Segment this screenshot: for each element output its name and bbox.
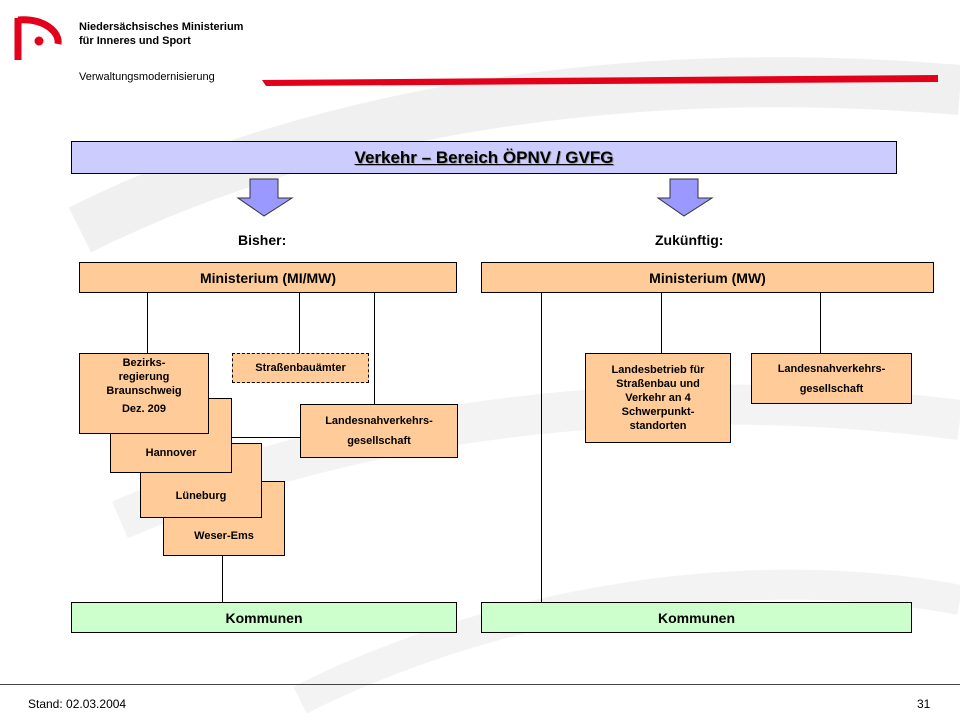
bezirk-label-line2: regierung	[118, 371, 170, 383]
header-red-bar	[262, 75, 938, 86]
connector-line	[299, 293, 300, 353]
ministry-box-right: Ministerium (MW)	[481, 262, 934, 293]
kommunen-box-right: Kommunen	[481, 602, 912, 633]
lb-line3: Verkehr an 4	[625, 392, 691, 404]
lnvg-left-line2: gesellschaft	[347, 435, 411, 447]
connector-line	[147, 293, 148, 353]
lnvg-left-line1: Landesnahverkehrs-	[325, 415, 433, 427]
arrow-down-right-icon	[656, 178, 714, 217]
connector-line	[374, 293, 375, 437]
connector-line	[541, 293, 542, 602]
lb-line1: Landesbetrieb für	[611, 364, 705, 376]
lnvg-right-line1: Landesnahverkehrs-	[777, 362, 886, 375]
connector-line	[661, 293, 662, 353]
lb-line5: standorten	[629, 420, 687, 432]
connector-line	[222, 556, 223, 603]
bezirk-label-line4: Dez. 209	[121, 403, 167, 415]
ministry-name-line2: für Inneres und Sport	[79, 35, 191, 47]
ministry-box-left: Ministerium (MI/MW)	[79, 262, 457, 293]
ministry-name: Niedersächsisches Ministerium für Innere…	[79, 20, 243, 48]
heading-bisher: Bisher:	[238, 232, 287, 248]
lnvg-box-right: Landesnahverkehrs- gesellschaft	[751, 353, 912, 404]
lnvg-box-left: Landesnahverkehrs- gesellschaft	[300, 404, 458, 458]
header-subtitle: Verwaltungsmodernisierung	[79, 71, 215, 83]
lb-line2: Straßenbau und	[616, 378, 700, 390]
arrow-down-left-icon	[236, 178, 294, 217]
footer-date: Stand: 02.03.2004	[28, 697, 127, 711]
bezirk-label-line1: Bezirks-	[122, 357, 166, 369]
strassenbauaemter-box: Straßenbauämter	[232, 353, 369, 383]
bezirk-label-line3: Braunschweig	[106, 385, 182, 397]
page-number: 31	[917, 697, 931, 711]
bezirksregierung-braunschweig-box: Bezirks- regierung Braunschweig Dez. 209	[79, 353, 209, 434]
heading-zukuenftig: Zukünftig:	[655, 232, 724, 248]
lnvg-right-line2: gesellschaft	[799, 382, 864, 395]
ministry-logo-icon	[14, 16, 62, 60]
page-title: Verkehr – Bereich ÖPNV / GVFG	[71, 141, 897, 174]
connector-line	[820, 293, 821, 353]
landesbetrieb-box: Landesbetrieb für Straßenbau und Verkehr…	[585, 353, 731, 443]
lb-line4: Schwerpunkt-	[621, 406, 695, 418]
kommunen-box-left: Kommunen	[71, 602, 457, 633]
ministry-name-line1: Niedersächsisches Ministerium	[79, 21, 244, 33]
footer-divider	[0, 684, 960, 685]
